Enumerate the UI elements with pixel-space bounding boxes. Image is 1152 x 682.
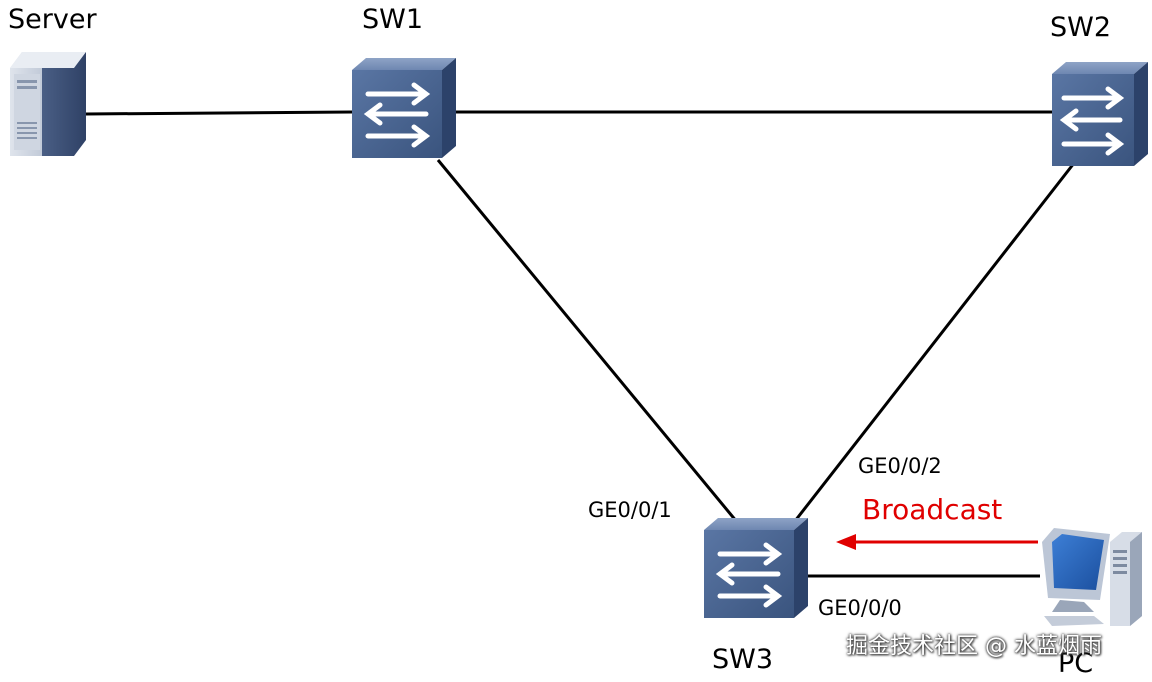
- pc-icon: [1042, 528, 1142, 626]
- link-server-sw1: [85, 110, 353, 116]
- broadcast-arrow: [836, 534, 1038, 550]
- port-label-ge000: GE0/0/0: [818, 596, 902, 620]
- sw3-label: SW3: [712, 644, 774, 675]
- watermark: 掘金技术社区 @ 水蓝烟雨: [846, 634, 1102, 659]
- link-sw2-sw3: [786, 157, 1080, 531]
- sw2-label: SW2: [1050, 12, 1112, 43]
- server-icon: [10, 52, 86, 156]
- links: [85, 110, 1080, 578]
- switch-icon: [352, 58, 456, 158]
- port-label-ge001: GE0/0/1: [588, 498, 672, 522]
- link-sw1-sw3: [436, 159, 739, 523]
- switch-icon: [704, 518, 808, 618]
- broadcast-label: Broadcast: [862, 493, 1003, 526]
- server-label: Server: [8, 4, 97, 35]
- sw1-label: SW1: [362, 4, 424, 35]
- switch-icon: [1052, 62, 1148, 166]
- pc-label: PC: [1058, 648, 1094, 679]
- port-label-ge002: GE0/0/2: [858, 454, 942, 478]
